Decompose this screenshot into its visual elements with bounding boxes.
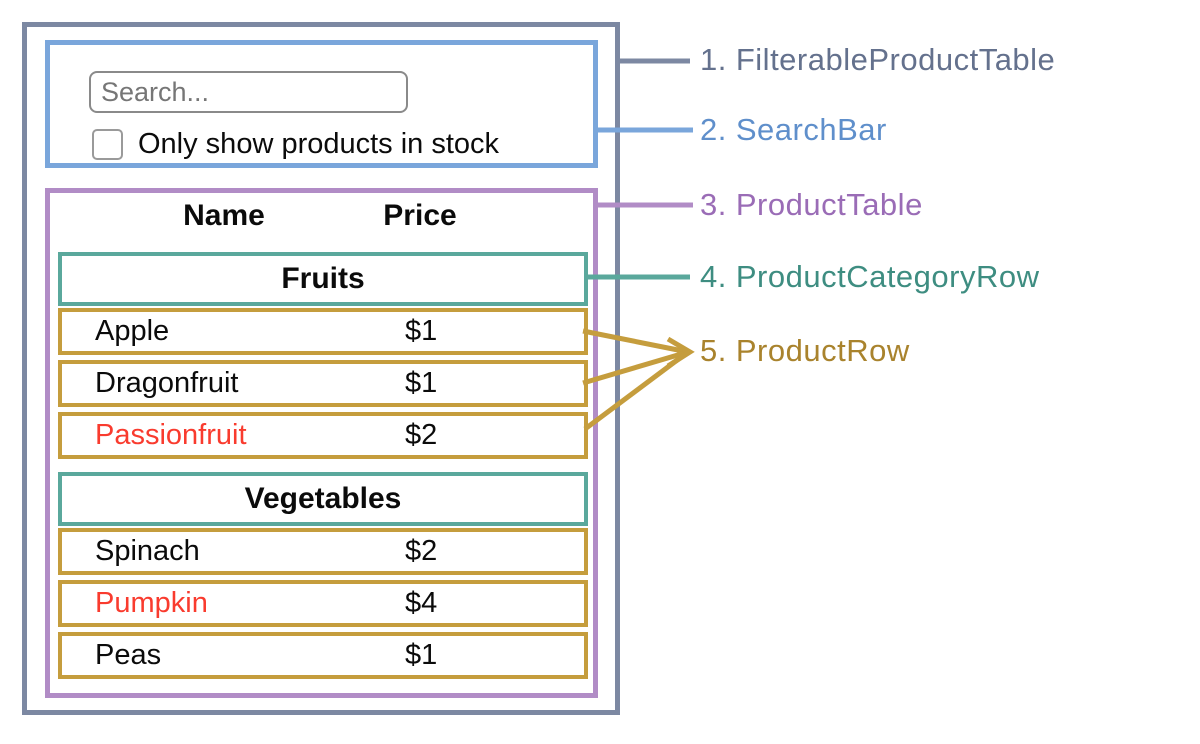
product-name: Passionfruit	[95, 419, 247, 451]
product-name: Spinach	[95, 535, 200, 567]
in-stock-checkbox[interactable]	[92, 129, 123, 160]
column-header-name: Name	[183, 199, 265, 232]
annotation-label-filterableproducttable: 1.FilterableProductTable	[700, 42, 1055, 78]
product-price: $1	[405, 367, 438, 399]
annotation-text: ProductCategoryRow	[735, 259, 1040, 294]
in-stock-checkbox-label: Only show products in stock	[138, 128, 500, 160]
product-name: Apple	[95, 315, 170, 347]
product-name: Pumpkin	[95, 587, 208, 619]
annotation-text: FilterableProductTable	[735, 42, 1056, 77]
annotation-number: 4.	[700, 259, 727, 294]
stock-filter-row: Only show products in stock	[92, 128, 499, 161]
product-row: Passionfruit $2	[58, 412, 588, 459]
annotation-label-productcategoryrow: 4.ProductCategoryRow	[700, 259, 1040, 295]
product-row: Spinach $2	[58, 528, 588, 575]
annotation-label-producttable: 3.ProductTable	[700, 187, 923, 223]
annotation-number: 1.	[700, 42, 727, 77]
product-name: Peas	[95, 639, 162, 671]
annotation-label-searchbar: 2.SearchBar	[700, 112, 887, 148]
product-category-row: Vegetables	[58, 472, 588, 526]
annotation-text: ProductRow	[735, 333, 910, 368]
product-price: $1	[405, 639, 438, 671]
product-row: Apple $1	[58, 308, 588, 355]
search-bar-box: Only show products in stock	[45, 40, 598, 168]
annotation-text: SearchBar	[735, 112, 887, 147]
category-name: Vegetables	[244, 482, 402, 515]
filterable-product-table-box: Only show products in stock Name Price F…	[22, 22, 620, 715]
product-price: $4	[405, 587, 438, 619]
product-price: $2	[405, 535, 438, 567]
annotation-number: 3.	[700, 187, 727, 222]
product-price: $1	[405, 315, 438, 347]
column-header-price: Price	[383, 199, 457, 232]
arrowhead-icon	[666, 336, 695, 369]
product-row: Peas $1	[58, 632, 588, 679]
product-row: Pumpkin $4	[58, 580, 588, 627]
annotation-number: 2.	[700, 112, 727, 147]
category-name: Fruits	[281, 262, 365, 295]
search-input[interactable]	[89, 71, 408, 113]
product-price: $2	[405, 419, 438, 451]
product-category-row: Fruits	[58, 252, 588, 306]
product-name: Dragonfruit	[95, 367, 239, 399]
product-row: Dragonfruit $1	[58, 360, 588, 407]
annotation-label-productrow: 5.ProductRow	[700, 333, 910, 369]
annotation-text: ProductTable	[735, 187, 923, 222]
annotation-number: 5.	[700, 333, 727, 368]
